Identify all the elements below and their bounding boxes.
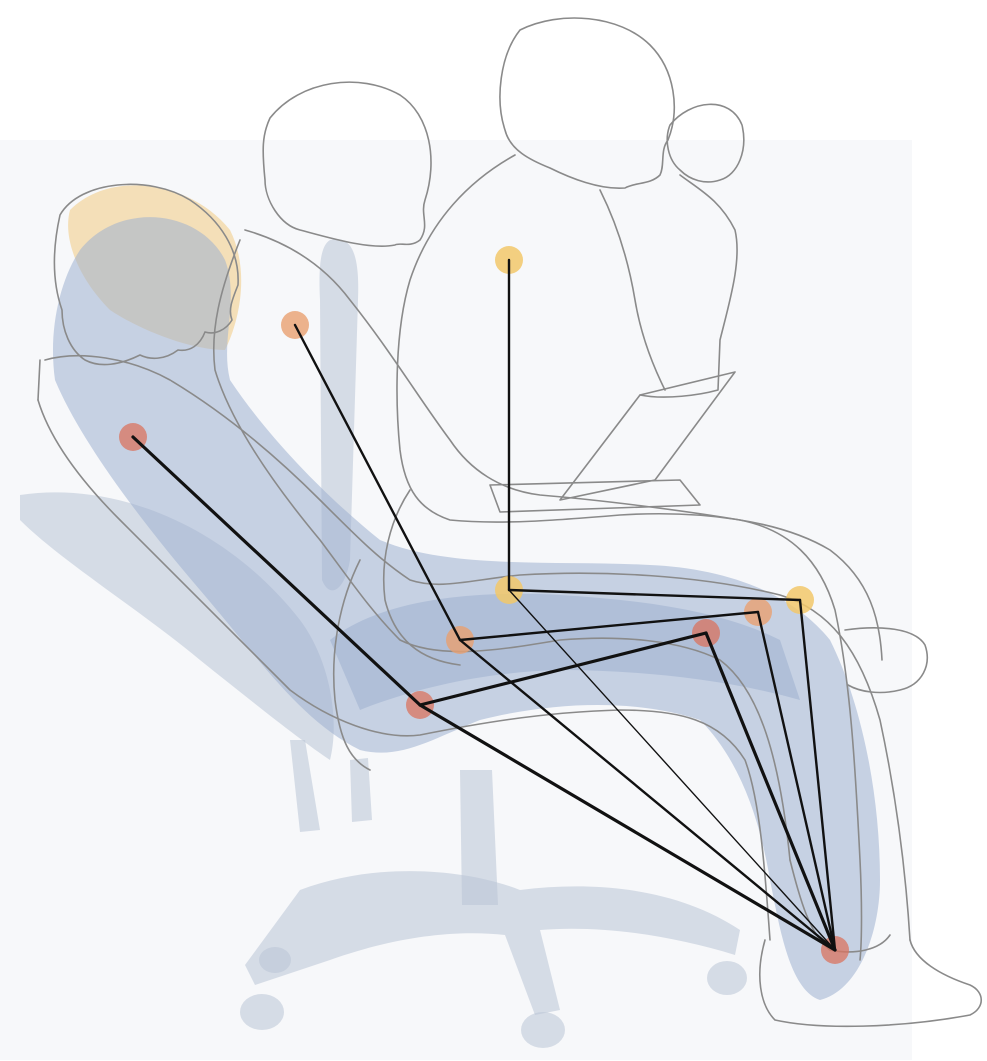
seating-posture-diagram [0,0,987,1061]
